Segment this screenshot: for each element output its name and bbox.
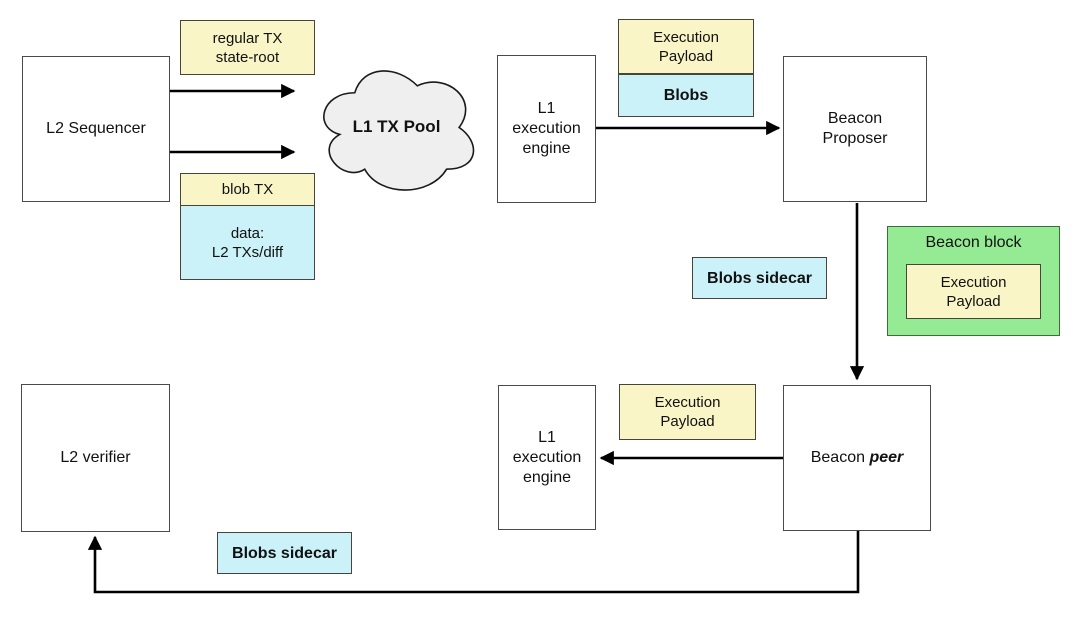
l2-sequencer-box: L2 Sequencer <box>22 56 170 202</box>
beacon-peer-box: Beacon peer <box>783 385 931 531</box>
beacon-block-title: Beacon block <box>925 234 1022 251</box>
l1-execution-engine-bottom-box: L1 execution engine <box>498 385 596 530</box>
l1-tx-pool-cloud-shape <box>323 70 475 191</box>
l1-tx-pool-label: L1 TX Pool <box>352 117 441 136</box>
beacon-peer-label: Beacon peer <box>810 449 904 466</box>
blob-tx-note: blob TX data: L2 TXs/diff <box>180 173 315 280</box>
blobs-note: Blobs <box>618 74 754 117</box>
blob-tx-body: data: L2 TXs/diff <box>180 206 315 280</box>
l1-execution-engine-top-box: L1 execution engine <box>497 55 596 203</box>
regular-tx-note: regular TX state-root <box>180 20 315 75</box>
execution-payload-top-note: Execution Payload <box>618 19 754 74</box>
l2-verifier-box: L2 verifier <box>21 384 170 532</box>
arrow-beacon-peer-to-l2-verifier <box>87 531 860 594</box>
blobs-sidecar-top-note: Blobs sidecar <box>692 257 827 299</box>
beacon-block-execution-payload-note: Execution Payload <box>906 264 1041 319</box>
beacon-block-box: Beacon block Execution Payload <box>887 226 1060 336</box>
beacon-proposer-box: Beacon Proposer <box>783 56 927 202</box>
execution-payload-bottom-note: Execution Payload <box>619 384 756 440</box>
beacon-peer-emphasis: peer <box>869 449 904 466</box>
blob-tx-header: blob TX <box>180 173 315 206</box>
blobs-sidecar-bottom-note: Blobs sidecar <box>217 532 352 574</box>
